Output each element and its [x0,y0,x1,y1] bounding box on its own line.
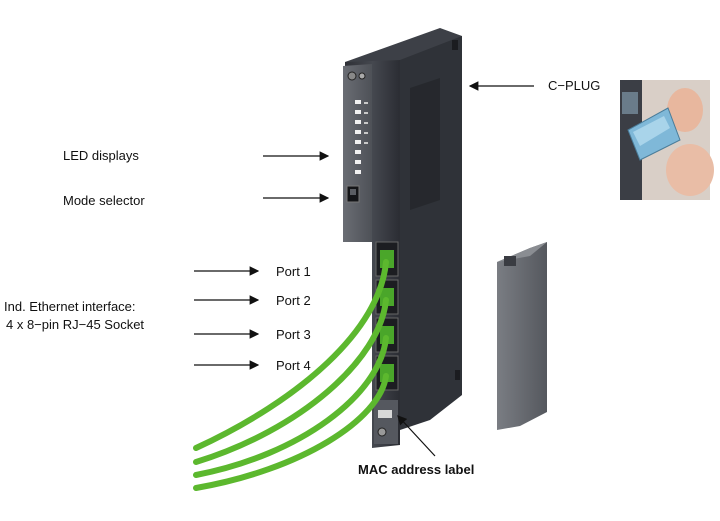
led-displays-label: LED displays [63,148,139,163]
mode-selector-switch [346,185,360,203]
cplug-label: C−PLUG [548,78,601,93]
ethernet-cables [193,259,389,491]
mac-address-label: MAC address label [358,462,475,477]
top-screws [347,71,366,81]
port3-label: Port 3 [276,327,311,342]
led-column [355,100,368,174]
port2-label: Port 2 [276,293,311,308]
port4-label: Port 4 [276,358,311,373]
mode-selector-label: Mode selector [63,193,145,208]
mac-label-area [374,400,398,444]
cplug-photo [620,80,714,200]
ethernet-interface-label-line1: Ind. Ethernet interface: [4,299,136,314]
port1-label: Port 1 [276,264,311,279]
arrow-mac-label [397,415,436,457]
rj45-ports [375,241,399,391]
ethernet-interface-label-line2: 4 x 8−pin RJ−45 Socket [6,317,145,332]
pointer-arrows [194,81,534,457]
front-cover [497,242,547,430]
module-body [343,28,462,448]
